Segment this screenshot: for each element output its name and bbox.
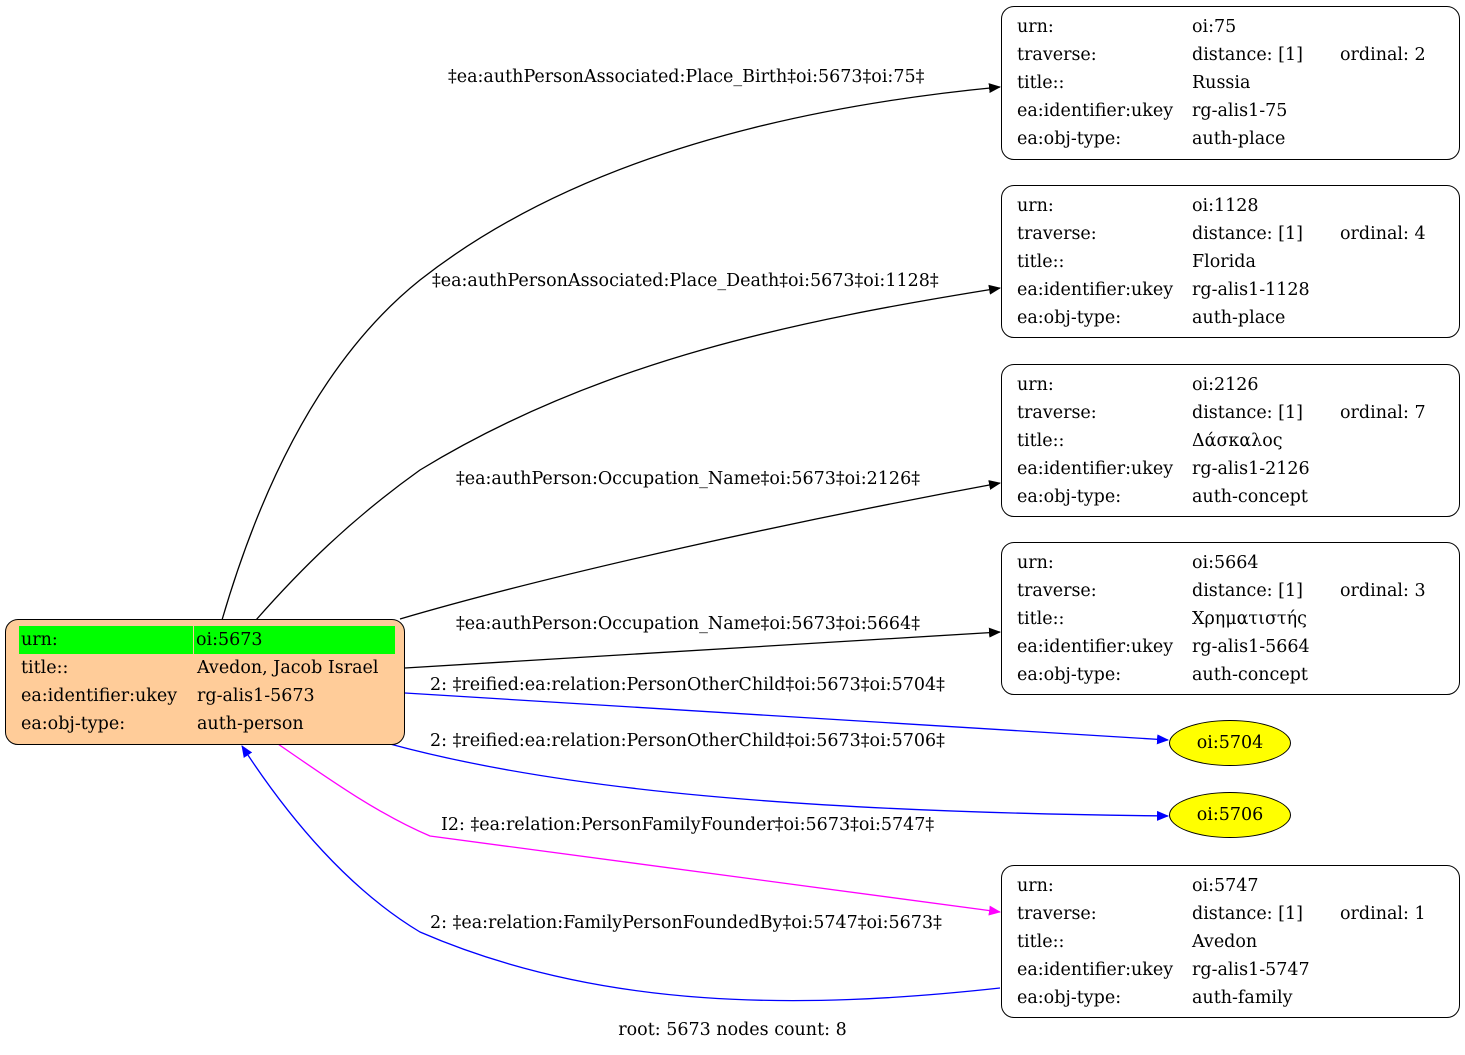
title-value: Avedon (1192, 932, 1258, 952)
urn-key: urn: (1017, 876, 1054, 896)
root-node[interactable]: urn: oi:5673 title:: Avedon, Jacob Israe… (5, 619, 405, 745)
node-oi-5747[interactable]: urn: oi:5747 traverse: distance: [1] ordina… (1001, 865, 1460, 1018)
type-key: ea:obj-type: (1017, 487, 1122, 507)
title-value: Δάσκαλος (1192, 431, 1283, 451)
edge-other-child-5704 (404, 692, 1169, 745)
ordinal-value: ordinal: 7 (1340, 403, 1426, 423)
edge-label-place-birth: ‡ea:authPersonAssociated:Place_Birth‡oi:… (448, 67, 925, 87)
edge-label-place-death: ‡ea:authPersonAssociated:Place_Death‡oi:… (432, 271, 939, 291)
ukey-key: ea:identifier:ukey (1017, 280, 1174, 300)
title-key: title:: (1017, 609, 1065, 629)
title-key: title:: (1017, 431, 1065, 451)
edge-founded-by (241, 745, 1001, 1002)
urn-key: urn: (1017, 375, 1054, 395)
ordinal-value: ordinal: 3 (1340, 581, 1426, 601)
traverse-key: traverse: (1017, 224, 1097, 244)
root-ukey-value: rg-alis1-5673 (197, 686, 315, 706)
node-oi-2126[interactable]: urn: oi:2126 traverse: distance: [1] ordina… (1001, 364, 1460, 517)
ordinal-value: ordinal: 2 (1340, 45, 1426, 65)
distance-value: distance: [1] (1192, 581, 1303, 601)
node-oi-75[interactable]: urn: oi:75 traverse: distance: [1] ordinal:… (1001, 6, 1460, 160)
edge-occupation-5664 (404, 627, 1001, 669)
ordinal-value: ordinal: 1 (1340, 904, 1426, 924)
title-key: title:: (1017, 73, 1065, 93)
type-value: auth-concept (1192, 665, 1308, 685)
type-value: auth-place (1192, 129, 1286, 149)
edge-label-other-child-5706: 2: ‡reified:ea:relation:PersonOtherChild… (430, 731, 945, 751)
type-value: auth-place (1192, 308, 1286, 328)
type-key: ea:obj-type: (1017, 129, 1122, 149)
distance-value: distance: [1] (1192, 45, 1303, 65)
ukey-value: rg-alis1-5747 (1192, 960, 1310, 980)
node-oi-5664[interactable]: urn: oi:5664 traverse: distance: [1] ordina… (1001, 542, 1460, 695)
title-key: title:: (1017, 932, 1065, 952)
root-ukey-key: ea:identifier:ukey (21, 686, 178, 706)
edge-label-other-child-5704: 2: ‡reified:ea:relation:PersonOtherChild… (430, 675, 945, 695)
ukey-value: rg-alis1-1128 (1192, 280, 1310, 300)
distance-value: distance: [1] (1192, 904, 1303, 924)
ordinal-value: ordinal: 4 (1340, 224, 1426, 244)
edge-label-family-founder: I2: ‡ea:relation:PersonFamilyFounder‡oi:… (441, 815, 935, 835)
ukey-value: rg-alis1-2126 (1192, 459, 1310, 479)
urn-key: urn: (1017, 553, 1054, 573)
edge-label-occupation-5664: ‡ea:authPerson:Occupation_Name‡oi:5673‡o… (456, 614, 920, 634)
urn-key: urn: (1017, 196, 1054, 216)
edge-place-birth (221, 83, 1001, 621)
ukey-key: ea:identifier:ukey (1017, 637, 1174, 657)
graph-footer: root: 5673 nodes count: 8 (618, 1020, 847, 1040)
urn-value: oi:5747 (1192, 876, 1259, 896)
title-value: Florida (1192, 252, 1256, 272)
type-value: auth-concept (1192, 487, 1308, 507)
urn-value: oi:75 (1192, 17, 1237, 37)
urn-value: oi:1128 (1192, 196, 1259, 216)
urn-value: oi:2126 (1192, 375, 1259, 395)
node-oi-5704[interactable]: oi:5704 (1169, 720, 1291, 766)
title-value: Χρηματιστής (1192, 609, 1307, 629)
root-urn-key: urn: (19, 626, 193, 654)
type-key: ea:obj-type: (1017, 308, 1122, 328)
ukey-key: ea:identifier:ukey (1017, 101, 1174, 121)
ukey-value: rg-alis1-5664 (1192, 637, 1310, 657)
edge-family-founder (277, 743, 1001, 916)
type-key: ea:obj-type: (1017, 665, 1122, 685)
traverse-key: traverse: (1017, 403, 1097, 423)
ukey-key: ea:identifier:ukey (1017, 459, 1174, 479)
urn-value: oi:5664 (1192, 553, 1259, 573)
traverse-key: traverse: (1017, 581, 1097, 601)
ukey-key: ea:identifier:ukey (1017, 960, 1174, 980)
root-type-key: ea:obj-type: (21, 714, 126, 734)
edge-label-founded-by: 2: ‡ea:relation:FamilyPersonFoundedBy‡oi… (430, 913, 942, 933)
node-oi-5706[interactable]: oi:5706 (1169, 792, 1291, 838)
node-oi-1128[interactable]: urn: oi:1128 traverse: distance: [1] ordina… (1001, 185, 1460, 338)
traverse-key: traverse: (1017, 904, 1097, 924)
edge-occupation-2126 (399, 480, 1001, 620)
urn-key: urn: (1017, 17, 1054, 37)
title-value: Russia (1192, 73, 1251, 93)
edge-place-death (255, 284, 1001, 621)
type-value: auth-family (1192, 988, 1293, 1008)
root-urn-value: oi:5673 (194, 626, 395, 654)
title-key: title:: (1017, 252, 1065, 272)
root-title-key: title:: (21, 658, 69, 678)
edge-other-child-5706 (389, 743, 1169, 821)
traverse-key: traverse: (1017, 45, 1097, 65)
ukey-value: rg-alis1-75 (1192, 101, 1288, 121)
distance-value: distance: [1] (1192, 403, 1303, 423)
type-key: ea:obj-type: (1017, 988, 1122, 1008)
edge-label-occupation-2126: ‡ea:authPerson:Occupation_Name‡oi:5673‡o… (456, 469, 920, 489)
root-type-value: auth-person (197, 714, 304, 734)
root-title-value: Avedon, Jacob Israel (197, 658, 379, 678)
distance-value: distance: [1] (1192, 224, 1303, 244)
